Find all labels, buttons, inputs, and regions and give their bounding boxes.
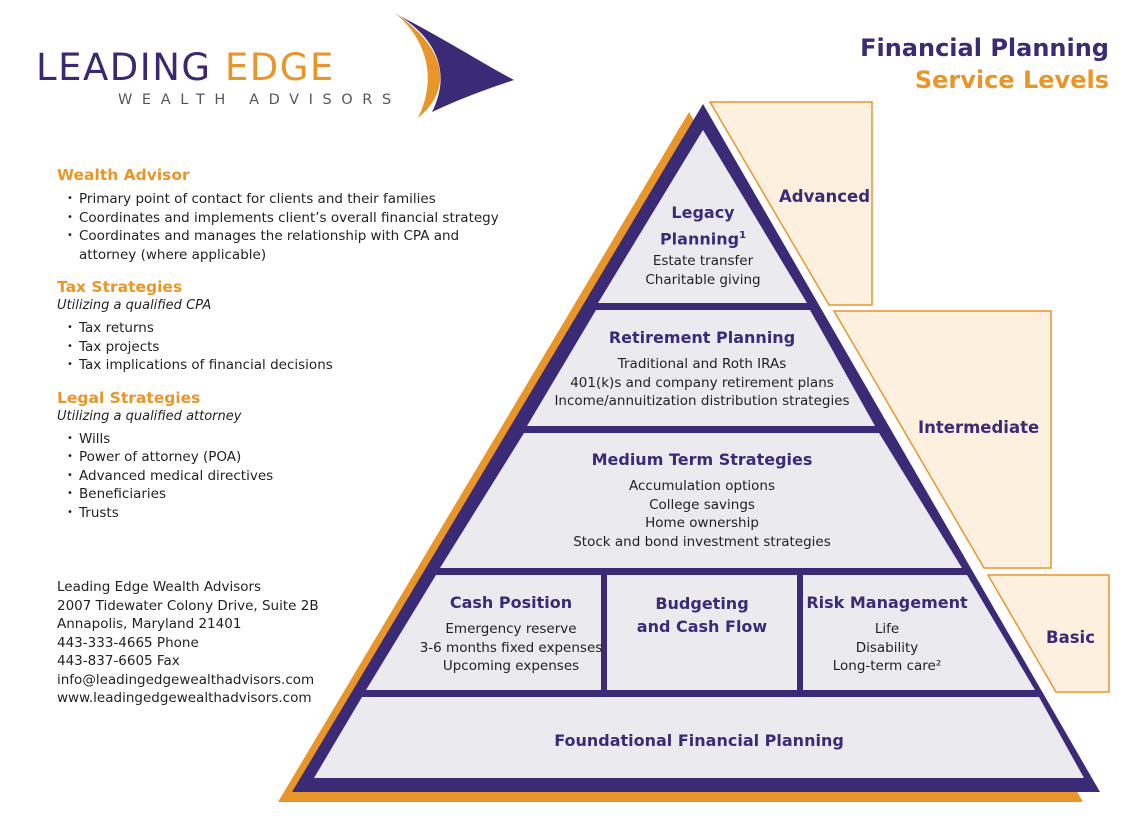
logo: LEADING EDGE WEALTH ADVISORS [36, 12, 514, 122]
page-title: Financial Planning Service Levels [860, 32, 1109, 96]
list-item: Stock and bond investment strategies [573, 533, 831, 550]
contact-block: Leading Edge Wealth Advisors 2007 Tidewa… [57, 578, 319, 708]
title-line-1: Financial Planning [860, 34, 1109, 62]
list-item: Primary point of contact for clients and… [67, 190, 527, 209]
website-link[interactable]: www.leadingedgewealthadvisors.com [57, 690, 312, 706]
risk-management-title: Risk Management [806, 593, 968, 612]
medium-term-title: Medium Term Strategies [591, 450, 813, 469]
list-item: Coordinates and implements client’s over… [67, 209, 527, 228]
list-item: Income/annuitization distribution strate… [554, 393, 850, 409]
section-tax-strategies: Tax Strategies Utilizing a qualified CPA… [57, 278, 527, 375]
tier-retirement [527, 310, 875, 426]
tier-budget [607, 575, 797, 690]
list-item: Beneficiaries [67, 485, 527, 504]
tier-cash [366, 575, 601, 690]
section-heading: Tax Strategies [57, 278, 183, 296]
cash-position-items: Emergency reserve 3-6 months fixed expen… [416, 620, 606, 676]
list-item: Long-term care² [832, 658, 942, 674]
list-item: 401(k)s and company retirement plans [570, 374, 834, 391]
company-name: Leading Edge Wealth Advisors [57, 579, 262, 595]
phone: 443-333-4665 Phone [57, 634, 199, 651]
list-item: Power of attorney (POA) [67, 448, 527, 467]
tier-foundation [314, 697, 1084, 778]
budgeting-title-line-1: Budgeting [655, 594, 749, 613]
legacy-title-line-1: Legacy [671, 203, 735, 222]
list-item: Tax projects [67, 338, 527, 357]
list-item: Disability [855, 639, 919, 656]
address-line-2: Annapolis, Maryland 21401 [57, 616, 242, 632]
list-item: Charitable giving [645, 271, 761, 288]
email-link[interactable]: info@leadingedgewealthadvisors.com [57, 671, 315, 688]
tier-legacy [598, 130, 807, 303]
list-item: Home ownership [645, 515, 759, 531]
list-item: Emergency reserve [445, 621, 577, 637]
legacy-title-text: Planning [659, 229, 740, 249]
list-item: Trusts [67, 504, 527, 523]
logo-sail-icon [394, 12, 514, 118]
budgeting-title-line-2: and Cash Flow [636, 617, 768, 636]
list-item: College savings [649, 496, 755, 513]
level-basic: Basic [1046, 628, 1095, 647]
legacy-title-line-2: Planning1 [603, 224, 803, 250]
logo-wordmark: LEADING EDGE [36, 46, 335, 89]
list-item: Wills [67, 430, 527, 449]
intermediate-bracket [832, 310, 1052, 569]
list-item: 3-6 months fixed expenses [419, 639, 603, 656]
list-item: Upcoming expenses [442, 658, 580, 674]
list-item: Coordinates and manages the relationship… [67, 227, 499, 264]
title-line-2: Service Levels [914, 66, 1109, 94]
basic-bracket [986, 574, 1110, 693]
section-heading: Wealth Advisor [57, 166, 190, 184]
logo-word-leading: LEADING [36, 46, 212, 89]
level-intermediate: Intermediate [918, 418, 1040, 437]
legacy-items: Estate transfer Charitable giving [603, 252, 803, 289]
section-subheading: Utilizing a qualified attorney [57, 408, 242, 424]
list-item: Life [874, 621, 900, 637]
address-line-1: 2007 Tidewater Colony Drive, Suite 2B [57, 597, 319, 614]
section-heading: Legal Strategies [57, 388, 201, 407]
logo-word-edge: EDGE [224, 46, 335, 89]
foundational-title: Foundational Financial Planning [554, 731, 844, 750]
budgeting-title: Budgeting and Cash Flow [607, 592, 797, 638]
logo-tagline: WEALTH ADVISORS [118, 92, 401, 108]
list-item: Tax returns [67, 319, 527, 338]
tier-risk [803, 575, 1035, 690]
medium-term-items: Accumulation options College savings Hom… [532, 477, 872, 551]
section-subheading: Utilizing a qualified CPA [57, 298, 212, 313]
section-items: Primary point of contact for clients and… [57, 190, 527, 264]
section-legal-strategies: Legal Strategies Utilizing a qualified a… [57, 389, 527, 523]
list-item: Accumulation options [628, 478, 775, 494]
list-item: Advanced medical directives [67, 467, 527, 486]
legacy-title: Legacy Planning1 [603, 201, 803, 250]
advanced-bracket [708, 101, 873, 306]
risk-management-items: Life Disability Long-term care² [797, 620, 977, 676]
level-advanced: Advanced [779, 187, 870, 206]
list-item: Estate transfer [652, 253, 754, 269]
footnote-marker: 1 [739, 230, 747, 241]
tier-medium [440, 433, 962, 568]
services-list: Wealth Advisor Primary point of contact … [57, 166, 527, 536]
retirement-items: Traditional and Roth IRAs 401(k)s and co… [532, 355, 872, 411]
retirement-title: Retirement Planning [608, 328, 796, 347]
list-item: Traditional and Roth IRAs [617, 356, 787, 372]
section-wealth-advisor: Wealth Advisor Primary point of contact … [57, 166, 527, 264]
list-item: Tax implications of financial decisions [67, 356, 527, 375]
fax: 443-837-6605 Fax [57, 653, 180, 669]
section-items: Wills Power of attorney (POA) Advanced m… [57, 430, 527, 523]
cash-position-title: Cash Position [449, 593, 573, 612]
section-items: Tax returns Tax projects Tax implication… [57, 319, 527, 375]
